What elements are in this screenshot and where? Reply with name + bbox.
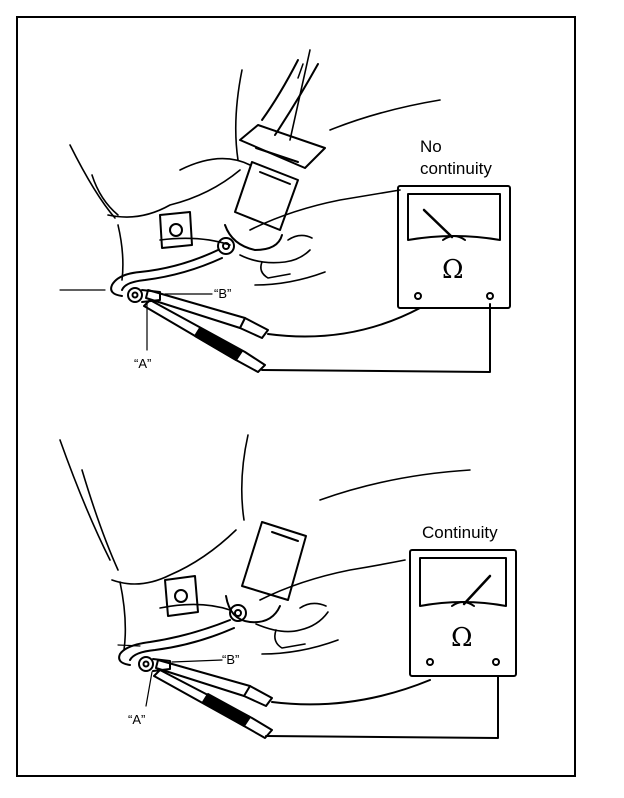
test-probe-icon xyxy=(153,659,499,739)
connector xyxy=(138,656,171,672)
ohm-symbol: Ω xyxy=(451,623,473,653)
panel-no-continuity xyxy=(59,49,511,373)
status-label: Continuity xyxy=(422,523,498,542)
buckle-wire xyxy=(110,249,223,297)
status-label-line2: continuity xyxy=(420,159,492,178)
seat-belt-buckle-icon xyxy=(159,161,299,255)
terminal-b-label: “B” xyxy=(214,286,231,301)
seat-belt-webbing xyxy=(239,59,326,169)
terminal-a-leader xyxy=(145,671,153,707)
buckle-wire xyxy=(118,619,235,666)
hand-outline xyxy=(239,234,326,286)
seat-outline xyxy=(59,49,441,291)
terminal-a-label: “A” xyxy=(134,356,151,371)
test-probe-icon xyxy=(143,289,491,373)
terminal-a-label: “A” xyxy=(128,712,145,727)
terminal-b-label: “B” xyxy=(222,652,239,667)
ohmmeter-icon xyxy=(397,185,511,309)
hand-outline xyxy=(255,602,339,655)
seat-outline xyxy=(59,434,471,651)
diagram-frame xyxy=(16,16,576,777)
panel-continuity xyxy=(59,434,517,739)
status-label-line1: No xyxy=(420,137,442,156)
ohm-symbol: Ω xyxy=(442,255,464,285)
seat-belt-buckle-icon xyxy=(164,521,307,624)
terminal-b-leader xyxy=(171,659,223,663)
ohmmeter-icon xyxy=(409,549,517,677)
